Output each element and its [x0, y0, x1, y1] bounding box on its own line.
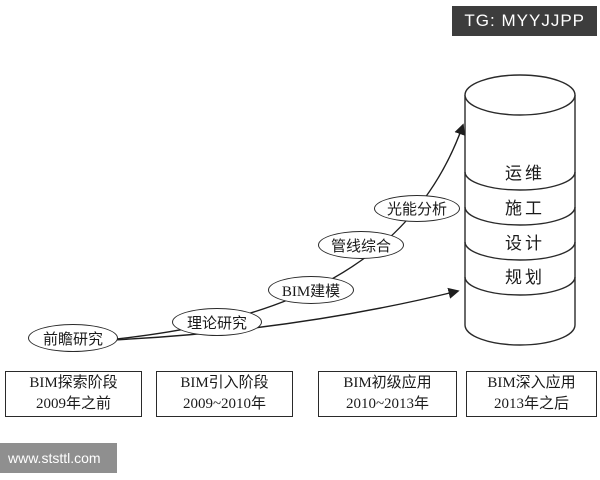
cylinder-layer-operations: 运维	[505, 164, 545, 183]
stage-label: 光能分析	[386, 202, 447, 218]
phase-name: BIM初级应用	[343, 375, 432, 391]
tg-badge: TG: MYYJJPP	[452, 6, 597, 36]
cylinder-top	[464, 74, 576, 116]
stage-oval-pipeline-integration: 管线综合	[318, 231, 404, 259]
phase-box-primary-application: BIM初级应用 2010~2013年	[318, 371, 457, 417]
phase-dates: 2009~2010年	[182, 396, 267, 412]
stage-label: 理论研究	[186, 315, 247, 332]
cylinder-body	[464, 95, 576, 346]
stage-oval-theory-research: 理论研究	[172, 308, 262, 336]
stage-oval-bim-modeling: BIM建模	[268, 276, 354, 304]
phase-dates: 2010~2013年	[345, 396, 430, 412]
phase-box-exploration: BIM探索阶段 2009年之前	[5, 371, 142, 417]
phase-box-deep-application: BIM深入应用 2013年之后	[466, 371, 597, 417]
phase-dates: 2009年之前	[35, 396, 111, 412]
cylinder-layer-planning: 规划	[505, 268, 545, 287]
stage-label: BIM建模	[281, 283, 341, 300]
stage-label: 前瞻研究	[42, 331, 103, 348]
database-cylinder	[464, 74, 576, 346]
cylinder-layer-design: 设计	[505, 234, 545, 253]
stage-oval-foresight-research: 前瞻研究	[28, 324, 118, 352]
phase-dates: 2013年之后	[493, 396, 569, 412]
cylinder-layer-divider-2	[464, 206, 576, 226]
phase-name: BIM深入应用	[487, 375, 576, 391]
stage-oval-light-analysis: 光能分析	[374, 195, 460, 222]
cylinder-layer-divider-1	[464, 171, 576, 191]
planning-arrow	[111, 287, 460, 341]
phase-box-introduction: BIM引入阶段 2009~2010年	[156, 371, 293, 417]
growth-curve-arrow	[39, 123, 466, 346]
stage-label: 管线综合	[330, 238, 391, 255]
cylinder-layer-divider-3	[464, 241, 576, 261]
phase-name: BIM探索阶段	[29, 375, 118, 391]
cylinder-layer-divider-4	[464, 276, 576, 296]
cylinder-layer-construction: 施工	[505, 199, 545, 218]
watermark: www.ststtl.com	[0, 443, 117, 473]
phase-name: BIM引入阶段	[180, 375, 269, 391]
